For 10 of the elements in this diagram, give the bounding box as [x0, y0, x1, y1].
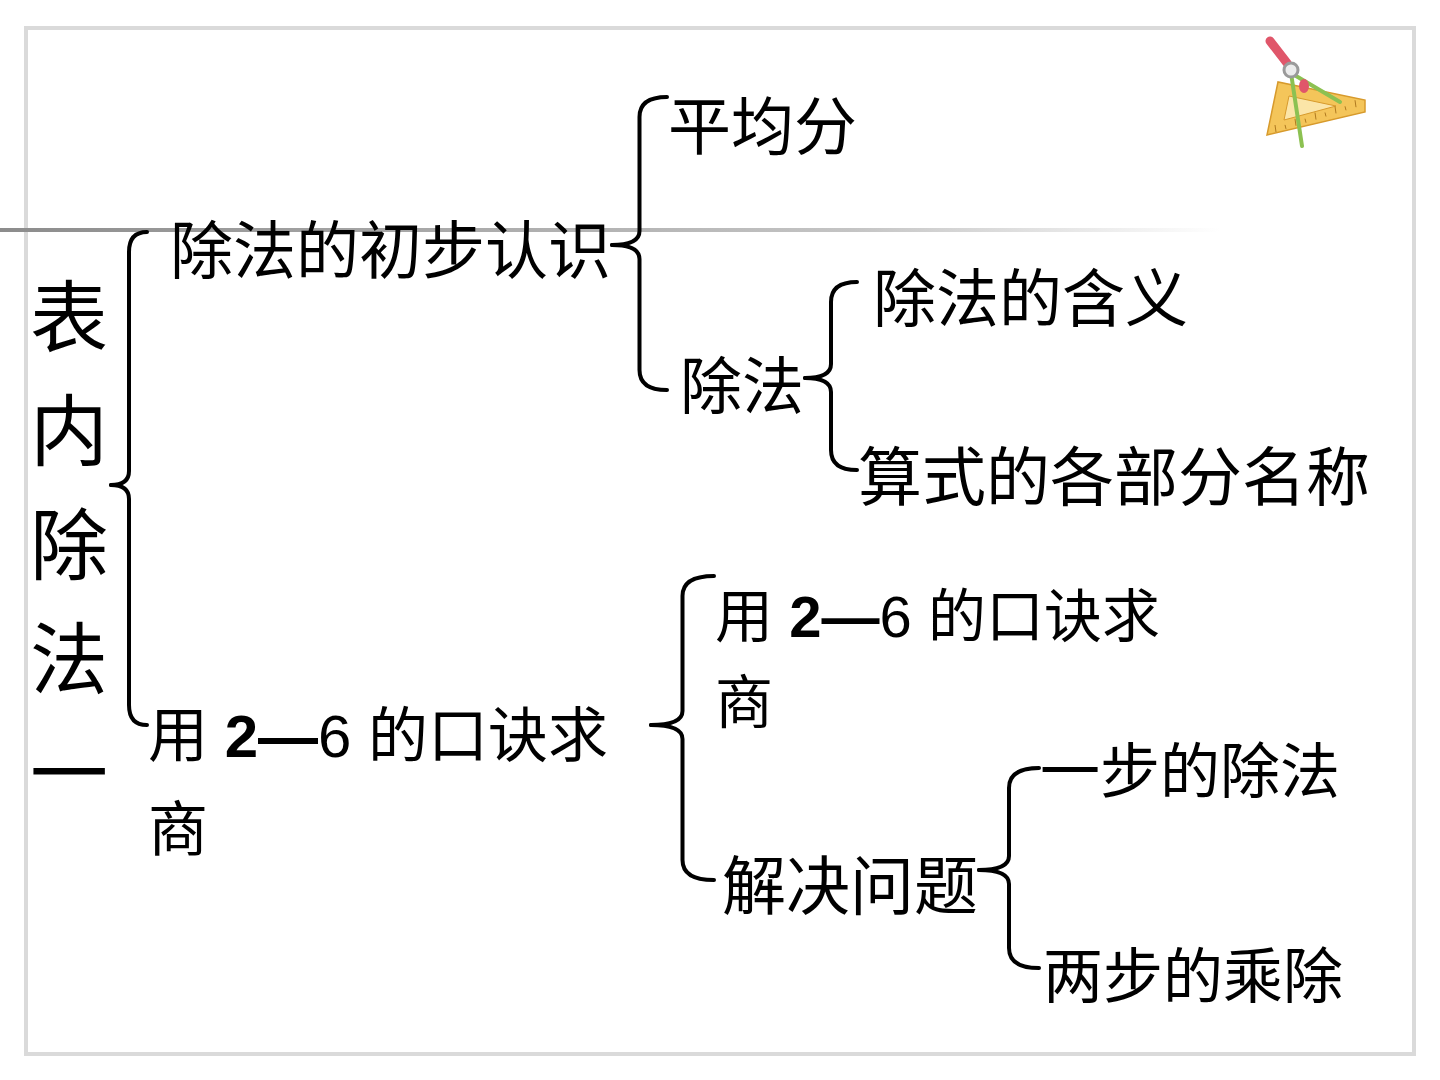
topic-label: 两步的乘除: [1043, 946, 1343, 1011]
topic-label: 平均分: [668, 94, 857, 162]
vertical-heading: 表内除法一: [28, 263, 110, 833]
topic-label: 解决问题: [722, 853, 978, 922]
topic-label: 除法的含义: [873, 266, 1188, 334]
topic-label: 除法的初步认识: [170, 218, 611, 286]
topic-label: 算式的各部分名称: [858, 444, 1370, 513]
topic-label: 用 2—6 的口诀求商: [148, 690, 650, 878]
topic-label: 一步的除法: [1040, 741, 1340, 806]
topic-label: 除法: [680, 355, 804, 422]
